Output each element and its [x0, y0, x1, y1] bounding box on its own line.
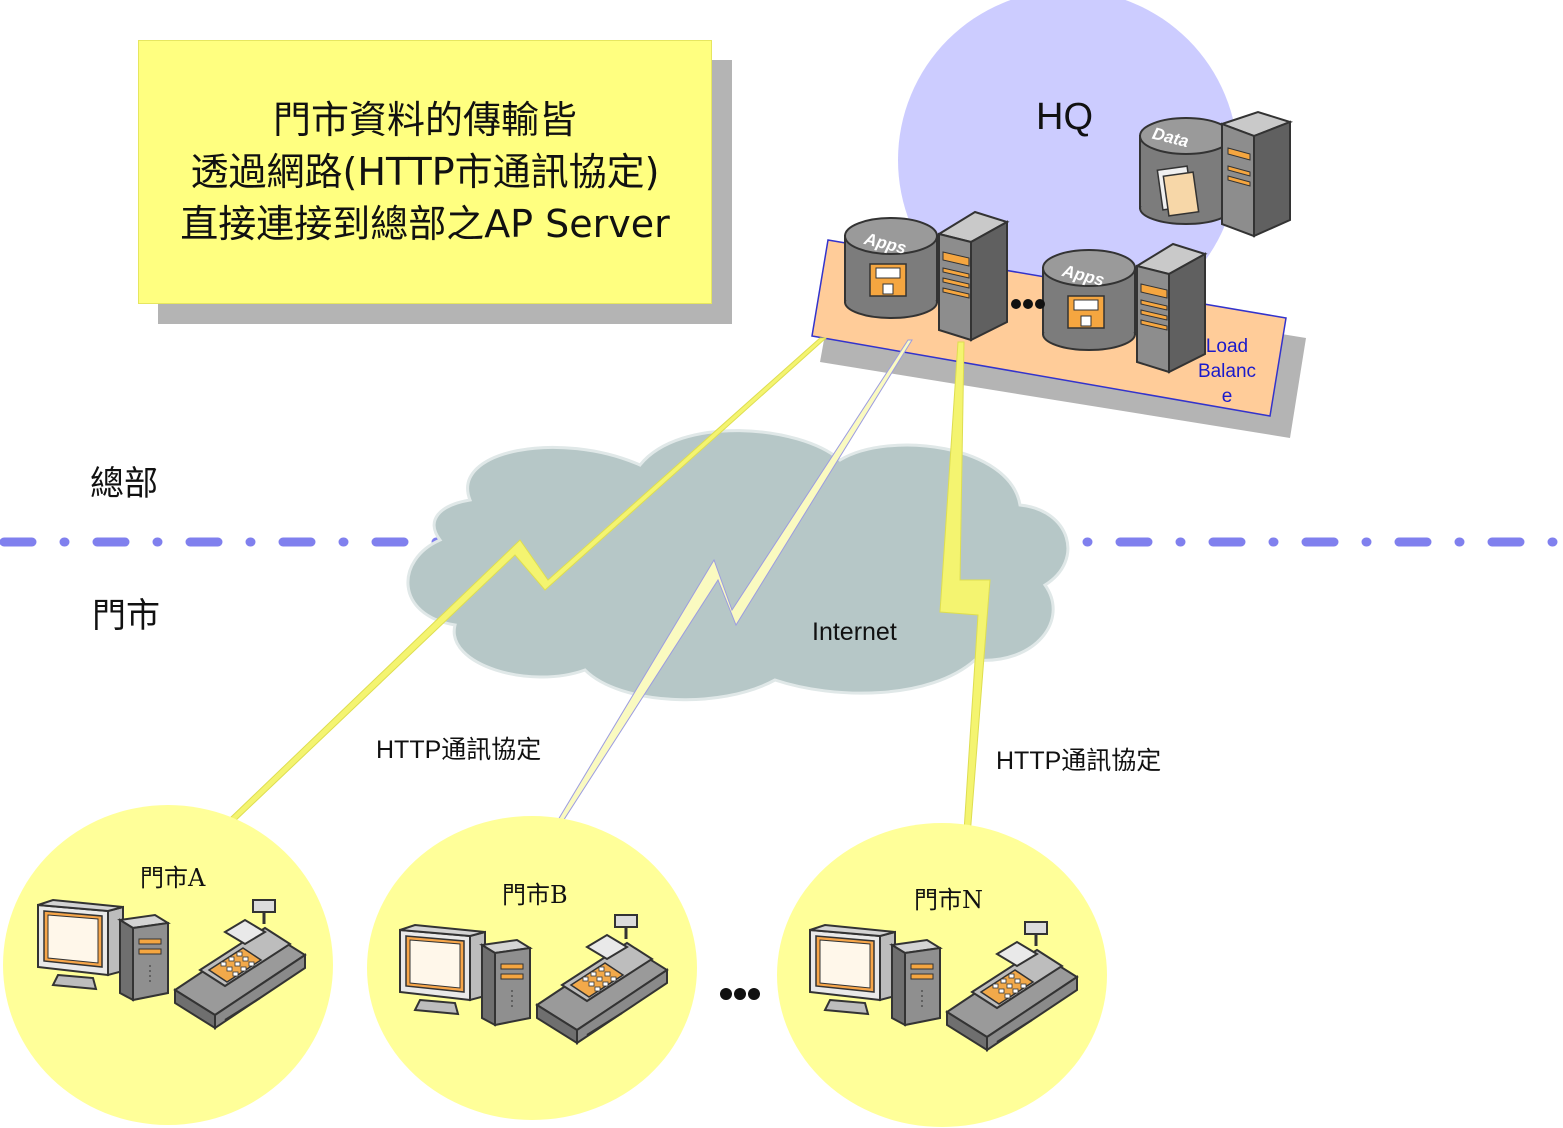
zone-label-store: 門市 — [92, 596, 160, 636]
http-link-n — [939, 341, 991, 863]
store-circle-n — [777, 823, 1107, 1127]
callout-line: 門市資料的傳輸皆 — [272, 98, 577, 142]
callout-line: 直接連接到總部之AP Server — [180, 202, 670, 246]
load-balance-line: Load — [1205, 336, 1249, 357]
protocol-label: HTTP通訊協定 — [996, 747, 1162, 775]
hq-title: HQ — [1036, 96, 1093, 138]
data-server-icon — [1139, 110, 1294, 238]
internet-cloud — [406, 429, 1070, 702]
protocol-label: HTTP通訊協定 — [376, 736, 542, 764]
load-balance-label: Load Balanc e — [1192, 334, 1262, 409]
zone-label-hq: 總部 — [90, 464, 158, 504]
load-balance-line: e — [1221, 386, 1233, 407]
store-label-b: 門市B — [502, 881, 568, 909]
load-balance-line: Balanc — [1197, 361, 1257, 382]
internet-label: Internet — [812, 618, 897, 646]
store-label-a: 門市A — [140, 864, 206, 892]
callout-box: 門市資料的傳輸皆 透過網路(HTTP市通訊協定) 直接連接到總部之AP Serv… — [138, 40, 712, 304]
store-label-n: 門市N — [914, 886, 983, 914]
ellipsis-icon — [1011, 299, 1045, 309]
store-circle-b — [367, 816, 697, 1120]
ellipsis-icon — [720, 988, 760, 1000]
callout-line: 透過網路(HTTP市通訊協定) — [190, 150, 660, 194]
